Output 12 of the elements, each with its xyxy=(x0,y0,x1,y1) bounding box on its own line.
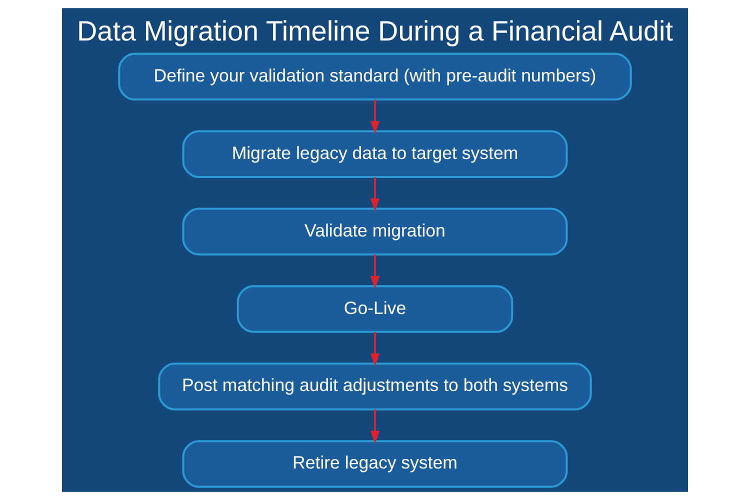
node-box: Post matching audit adjustments to both systems xyxy=(158,362,592,410)
node-box: Define your validation standard (with pre-audit numbers) xyxy=(118,52,632,101)
node-box: Validate migration xyxy=(182,208,568,256)
node-box: Go-Live xyxy=(236,285,514,333)
diagram-title: Data Migration Timeline During a Financial Audit xyxy=(77,16,673,47)
node-box: Retire legacy system xyxy=(182,440,568,488)
arrow xyxy=(370,177,380,212)
arrow xyxy=(370,254,380,289)
arrow xyxy=(370,409,380,444)
node-box: Migrate legacy data to target system xyxy=(182,130,568,178)
arrow xyxy=(370,100,380,134)
arrow xyxy=(370,332,380,366)
